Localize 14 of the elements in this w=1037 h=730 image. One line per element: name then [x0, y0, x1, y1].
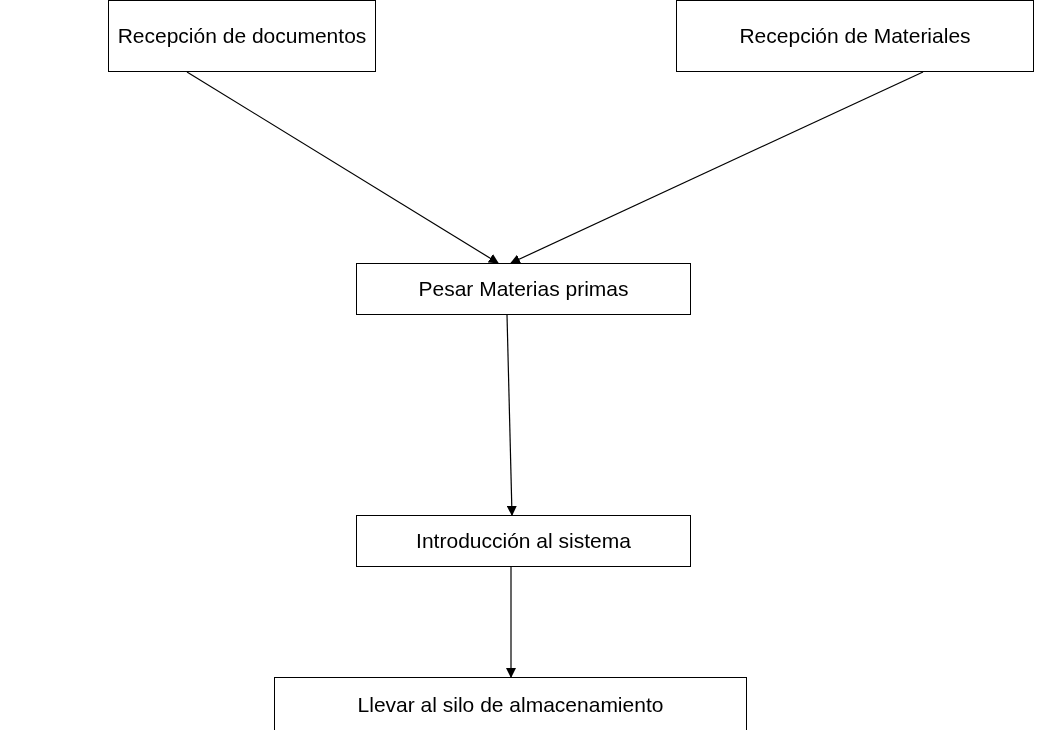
box-label: Recepción de Materiales [739, 24, 971, 48]
arrow [186, 71, 499, 264]
arrow [510, 71, 924, 264]
process-box [356, 515, 691, 567]
box-label: Recepción de documentos [117, 24, 367, 48]
process-box [108, 0, 376, 72]
process-box [676, 0, 1034, 72]
box-label: Introducción al sistema [416, 529, 631, 553]
box-label: Llevar al silo de almacenamiento [357, 693, 664, 717]
box-label: Pesar Materias primas [418, 277, 629, 301]
arrow [506, 314, 517, 516]
process-box [274, 677, 747, 730]
arrow [506, 566, 516, 678]
process-box [356, 263, 691, 315]
